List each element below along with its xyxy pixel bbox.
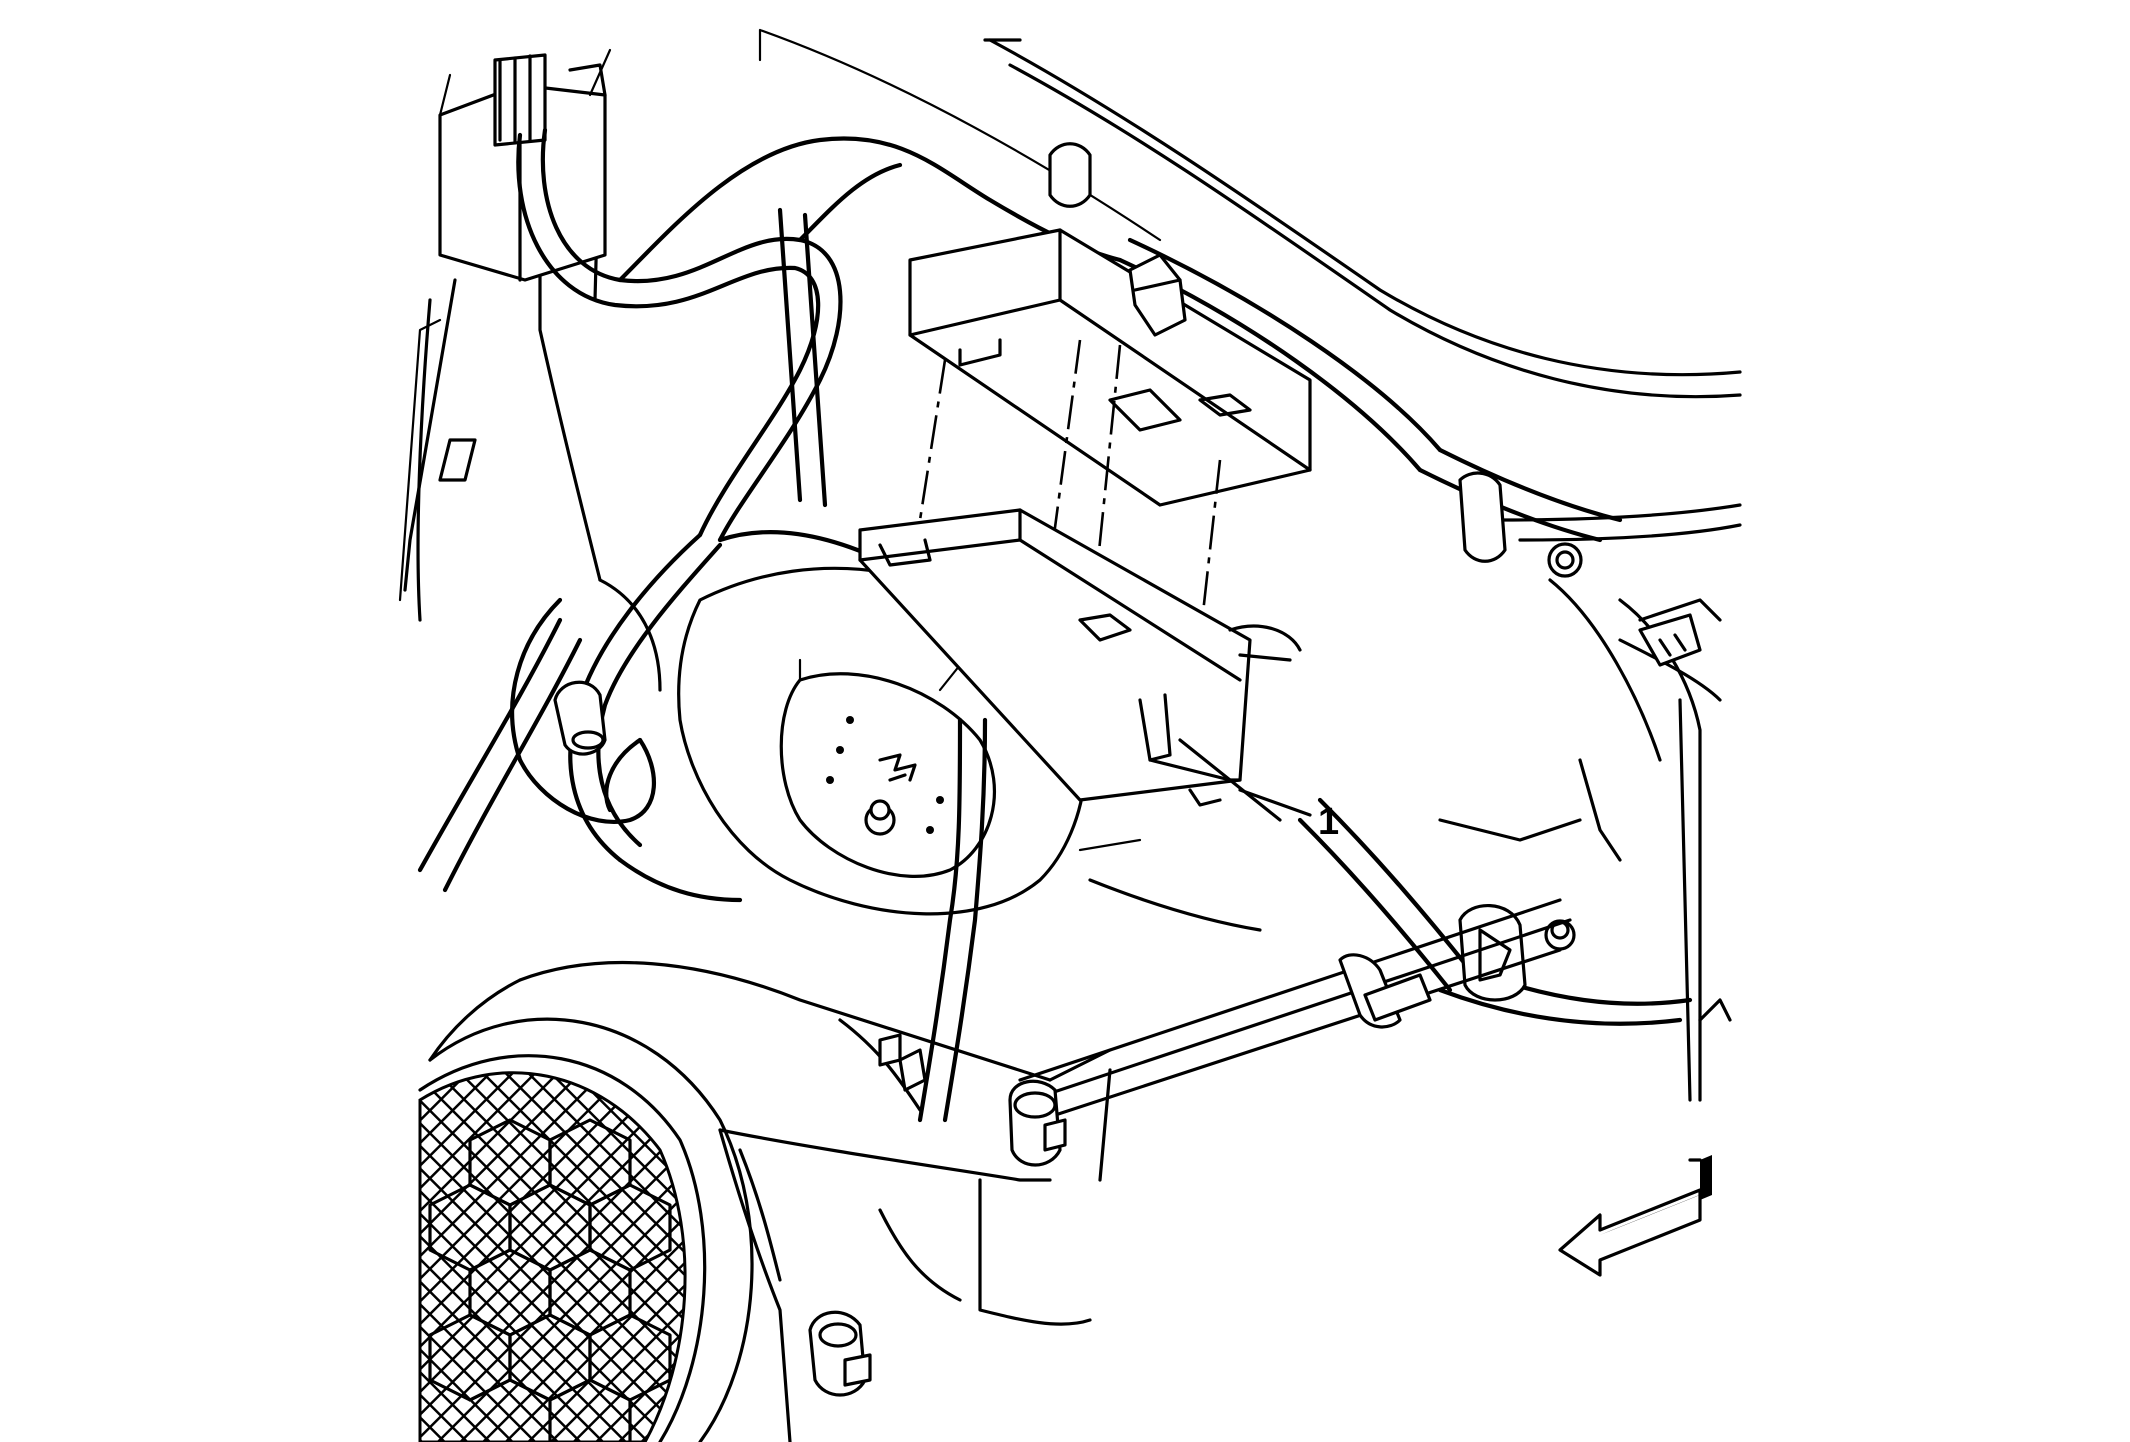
background-structure (598, 578, 1732, 1302)
fastener (553, 680, 607, 756)
rear-brace (1548, 578, 1722, 1102)
lower-trim-panel (428, 960, 1112, 1442)
mount-grommet (1458, 904, 1576, 1002)
speaker-grille (418, 1017, 754, 1442)
cross-rod (1018, 898, 1572, 1122)
mounting-bolt (878, 1033, 1067, 1167)
callout-1: 1 (1238, 788, 1339, 843)
harness-clips (1048, 142, 1583, 578)
module-bracket (858, 228, 1312, 807)
forward-arrow-icon (1558, 1155, 1712, 1277)
callout-1-label: 1 (1318, 801, 1339, 843)
lower-fastener (808, 1310, 872, 1397)
electrical-connector (438, 48, 612, 282)
